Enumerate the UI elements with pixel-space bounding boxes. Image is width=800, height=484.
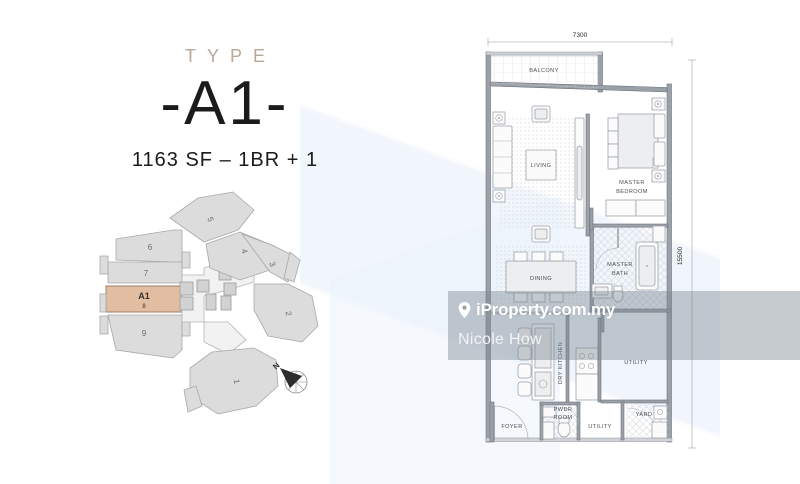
room-dining: DINING xyxy=(496,246,586,308)
dimension-height: 15500 xyxy=(677,59,696,449)
room-balcony: BALCONY xyxy=(490,55,599,89)
room-foyer: FOYER xyxy=(489,401,529,443)
keyplan-upper-right: 5 4 3 xyxy=(169,191,301,283)
room-label-master-bedroom-1: MASTER xyxy=(619,180,645,186)
location-pin-icon xyxy=(458,302,471,318)
keyplan-left-wing: 6 7 A1 8 9 xyxy=(99,229,191,359)
room-living: LIVING xyxy=(492,105,590,243)
keyplan-unit-number: 3 xyxy=(267,261,277,269)
room-label-utility-upper: UTILITY xyxy=(624,360,648,366)
room-label-yard: YARD xyxy=(636,412,653,418)
watermark-agent: Nicole How xyxy=(458,331,542,348)
keyplan-highlighted-unit[interactable]: A1 8 xyxy=(105,285,183,313)
dimension-height-label: 15500 xyxy=(677,247,684,266)
watermark-site-label: iProperty.com.my xyxy=(476,300,616,319)
keyplan-bottom-unit: 1 xyxy=(183,347,279,415)
unit-title-block: TYPE -A1- 1163 SF – 1BR + 1 xyxy=(60,46,390,172)
keyplan-unit-number: 7 xyxy=(144,269,149,278)
room-label-dry-kitchen: DRY KITCHEN xyxy=(558,342,564,384)
watermark-site: iProperty.com.my xyxy=(458,300,615,320)
keyplan-unit-number: 9 xyxy=(142,329,147,338)
room-utility-lower: UTILITY xyxy=(588,401,625,441)
keyplan-highlight-number: 8 xyxy=(142,304,146,310)
compass-north-label: N xyxy=(271,361,281,372)
room-pwdr: PWDR ROOM xyxy=(539,401,581,441)
keyplan-unit-number: 1 xyxy=(232,379,242,385)
room-master-bath: MASTER BATH xyxy=(589,223,672,313)
room-label-master-bedroom-2: BEDROOM xyxy=(616,189,648,195)
keyplan-unit-number: 5 xyxy=(205,216,215,223)
room-label-foyer: FOYER xyxy=(501,424,522,430)
unit-area-summary: 1163 SF – 1BR + 1 xyxy=(131,149,319,171)
room-label-living: LIVING xyxy=(531,163,552,169)
keyplan-right-unit: 2 xyxy=(253,283,319,343)
room-label-master-bath-2: BATH xyxy=(612,271,628,277)
keyplan-unit-number: 6 xyxy=(148,243,153,252)
room-dry-kitchen: DRY KITCHEN xyxy=(517,313,602,403)
room-master-bedroom: MASTER BEDROOM xyxy=(605,97,666,217)
room-label-dining: DINING xyxy=(530,276,552,282)
room-label-pwdr-1: PWDR xyxy=(554,407,573,413)
keyplan-unit-number: 4 xyxy=(239,248,249,256)
dimension-width: 7300 xyxy=(487,32,673,46)
room-yard: YARD xyxy=(626,404,668,440)
unit-floor-plan: .wall{fill:#9ba1a8;stroke:#6e747b;stroke… xyxy=(440,18,710,468)
compass-rose: N xyxy=(271,361,308,394)
room-label-utility-lower: UTILITY xyxy=(588,424,612,430)
room-label-balcony: BALCONY xyxy=(529,68,559,74)
room-label-master-bath-1: MASTER xyxy=(607,262,633,268)
interior-wall-stubs xyxy=(489,207,605,333)
type-label: TYPE xyxy=(184,46,276,66)
keyplan-highlight-type: A1 xyxy=(138,291,150,301)
room-utility-upper: UTILITY xyxy=(600,360,669,404)
unit-code: -A1- xyxy=(160,69,290,138)
dimension-width-label: 7300 xyxy=(573,32,588,39)
keyplan-unit-number: 2 xyxy=(284,310,294,317)
room-label-pwdr-2: ROOM xyxy=(553,415,572,421)
key-plan: .unit{fill:#dcdcdc;stroke:#a8a8a8;stroke… xyxy=(78,190,338,430)
